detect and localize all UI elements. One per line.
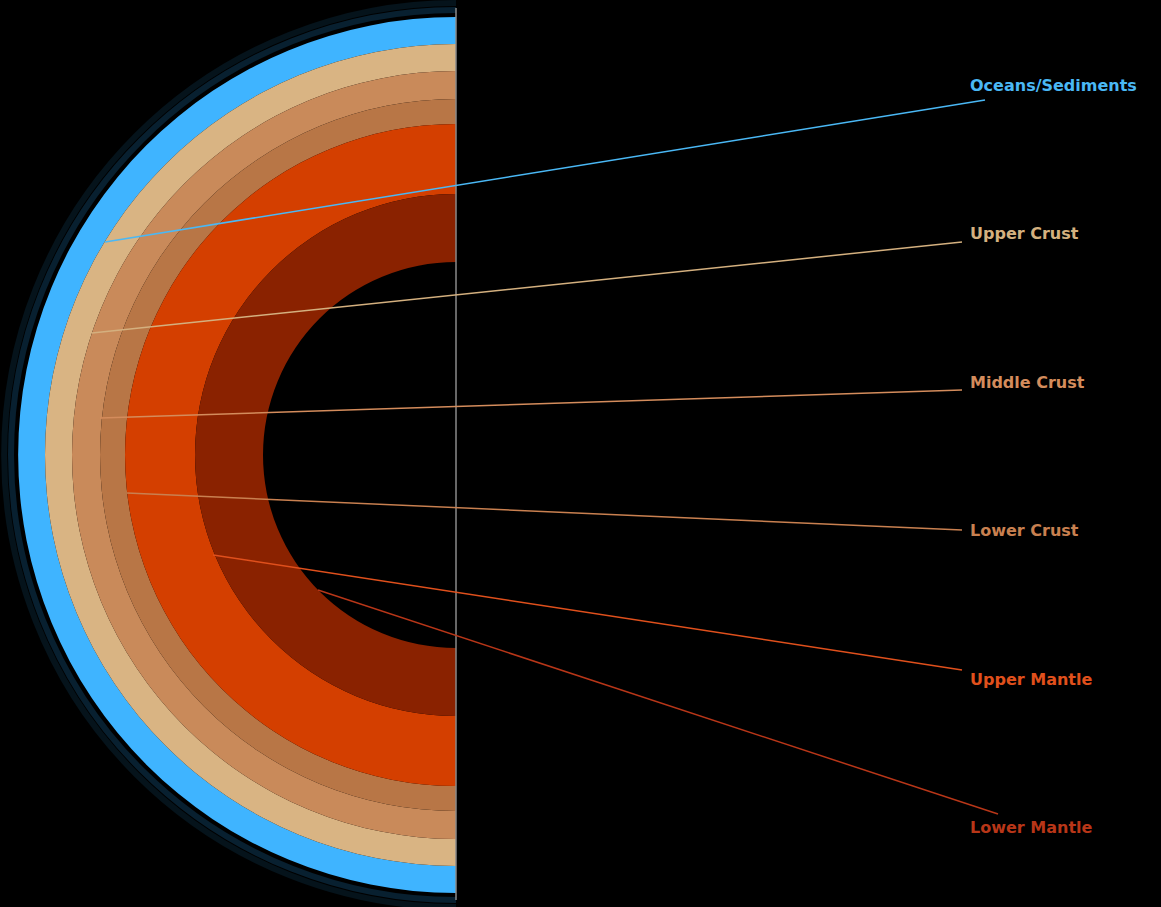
oceans-band [18,17,456,893]
layer-label: Upper Crust [970,224,1078,243]
leader-line [213,555,962,670]
upper-crust-band [45,44,456,866]
layer-label: Lower Crust [970,521,1078,540]
layer-label: Lower Mantle [970,818,1092,837]
upper-mantle-band [125,124,456,786]
leader-line [127,493,962,530]
leader-line [92,242,962,333]
layer-label: Oceans/Sediments [970,76,1137,95]
layer-label: Middle Crust [970,373,1084,392]
layer-label: Upper Mantle [970,670,1092,689]
outer-glow [4,3,456,907]
axis-line [455,8,457,900]
leader-lines [92,100,998,814]
middle-crust-band [72,71,456,839]
leader-line [105,100,985,242]
leader-line [100,390,962,418]
lower-mantle-band [195,194,456,716]
leader-line [318,590,998,814]
lower-crust-band [100,99,456,811]
